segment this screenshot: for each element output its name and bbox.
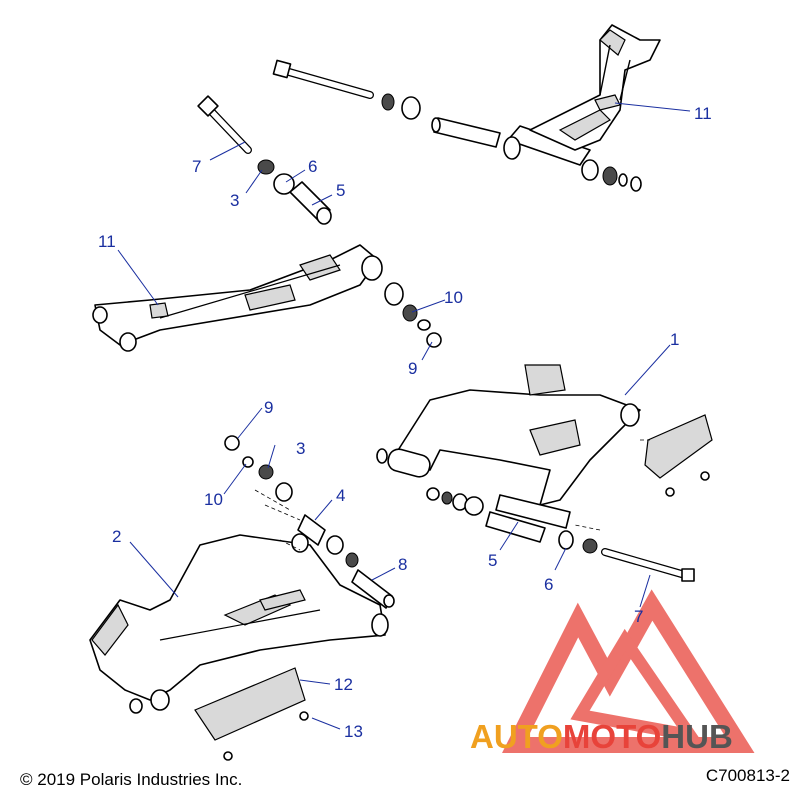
watermark-text: AUTOMOTOHUB [470,718,733,756]
watermark-part-hub: HUB [661,718,733,755]
bolt-and-bushings-left [197,95,332,225]
callout-7-top: 7 [192,157,201,176]
automotohub-logo [502,589,755,753]
callout-6-top: 6 [308,157,317,176]
lower-arm-right [376,364,713,582]
callout-3-top: 3 [230,191,239,210]
callout-10-lower: 10 [204,490,223,509]
callout-9-lower: 9 [264,398,273,417]
callout-4: 4 [336,486,345,505]
upper-arm-assembly-top [272,24,661,192]
callout-6-lower: 6 [544,575,553,594]
callout-labels: 7 6 3 5 11 11 10 9 1 9 3 10 4 2 8 5 6 7 … [98,104,712,741]
callout-11-right: 11 [694,104,712,123]
callout-13: 13 [344,722,363,741]
copyright-text: © 2019 Polaris Industries Inc. [20,770,243,789]
callout-8: 8 [398,555,407,574]
callout-11-left: 11 [98,232,116,251]
callout-1: 1 [670,330,679,349]
callout-7-lower: 7 [634,607,643,626]
leader-lines [117,102,691,730]
callout-9-mid: 9 [408,359,417,378]
watermark-part-moto: MOTO [562,718,662,755]
callout-3-lower: 3 [296,439,305,458]
callout-5-top: 5 [336,181,345,200]
upper-arm-left [92,244,442,352]
callout-2: 2 [112,527,121,546]
drawing-id: C700813-2 [705,766,790,785]
callout-5-lower: 5 [488,551,497,570]
callout-10-mid: 10 [444,288,463,307]
watermark-part-auto: AUTO [470,718,563,755]
callout-12: 12 [334,675,353,694]
lower-arm-left [89,435,395,761]
